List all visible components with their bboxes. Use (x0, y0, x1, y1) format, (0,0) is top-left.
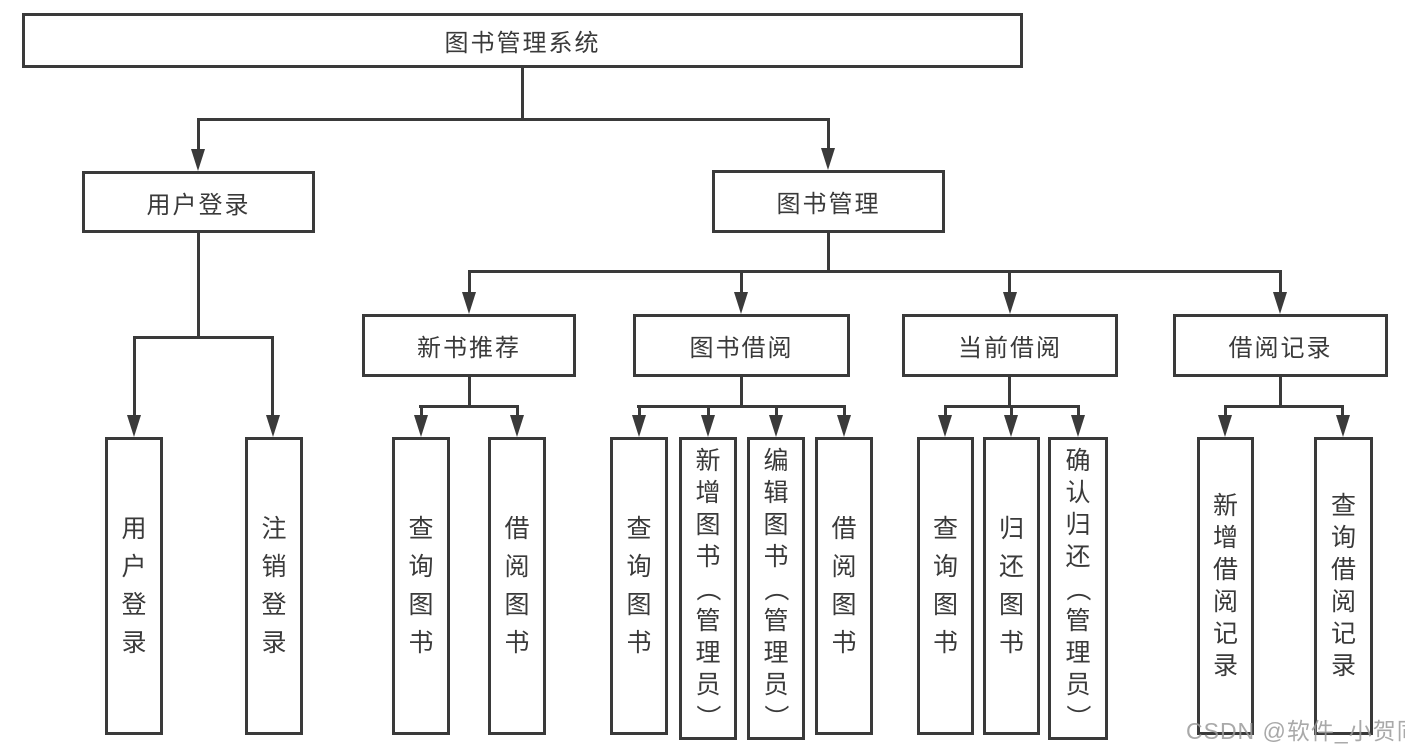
connector-line (133, 336, 274, 339)
leaf-current-confirm-return-admin: 确认归还（管理员） (1048, 437, 1108, 740)
leaf-logout: 注销登录 (245, 437, 303, 735)
connector-line (197, 233, 200, 337)
arrow-down-icon (837, 415, 851, 437)
leaf-current-query-book: 查询图书 (917, 437, 974, 735)
leaf-current-query-book-label: 查询图书 (932, 515, 958, 657)
watermark: CSDN @软件_小贺同学 (1186, 718, 1405, 744)
leaf-recommend-query-book-label: 查询图书 (408, 515, 434, 657)
connector-line (468, 377, 471, 407)
node-user-login: 用户登录 (82, 171, 315, 233)
connector-line (1279, 270, 1282, 295)
arrow-down-icon (127, 415, 141, 437)
leaf-current-confirm-return-admin-label: 确认归还（管理员） (1063, 446, 1092, 730)
connector-line (1224, 405, 1344, 408)
node-book-management: 图书管理 (712, 170, 945, 233)
connector-line (521, 68, 524, 118)
connector-line (1008, 270, 1011, 295)
leaf-borrowing-add-book-admin: 新增图书（管理员） (679, 437, 737, 740)
node-current-borrowing: 当前借阅 (902, 314, 1118, 377)
arrow-down-icon (734, 292, 748, 314)
connector-line (1077, 405, 1080, 417)
connector-line (271, 336, 274, 416)
arrow-down-icon (1218, 415, 1232, 437)
connector-line (197, 118, 830, 121)
arrow-down-icon (1336, 415, 1350, 437)
connector-line (775, 405, 778, 417)
connector-line (420, 405, 423, 417)
leaf-borrowing-query-book-label: 查询图书 (626, 515, 652, 657)
arrow-down-icon (462, 292, 476, 314)
leaf-borrowing-query-book: 查询图书 (610, 437, 668, 735)
arrow-down-icon (510, 415, 524, 437)
leaf-logout-label: 注销登录 (261, 515, 287, 657)
connector-line (1279, 377, 1282, 407)
leaf-records-add-record: 新增借阅记录 (1197, 437, 1254, 735)
connector-line (740, 377, 743, 407)
connector-line (516, 405, 519, 417)
arrow-down-icon (414, 415, 428, 437)
connector-line (468, 270, 471, 295)
leaf-borrowing-edit-book-admin: 编辑图书（管理员） (747, 437, 805, 740)
leaf-user-login: 用户登录 (105, 437, 163, 735)
arrow-down-icon (1003, 292, 1017, 314)
arrow-down-icon (701, 415, 715, 437)
leaf-borrowing-borrow-book-label: 借阅图书 (831, 515, 857, 657)
connector-line (468, 270, 1281, 273)
node-book-borrowing: 图书借阅 (633, 314, 850, 377)
arrow-down-icon (769, 415, 783, 437)
arrow-down-icon (821, 148, 835, 170)
leaf-borrowing-borrow-book: 借阅图书 (815, 437, 873, 735)
connector-line (827, 233, 830, 272)
connector-line (1341, 405, 1344, 417)
leaf-records-add-record-label: 新增借阅记录 (1212, 492, 1238, 680)
node-borrowing-records: 借阅记录 (1173, 314, 1388, 377)
leaf-recommend-borrow-book-label: 借阅图书 (504, 515, 530, 657)
leaf-borrowing-edit-book-admin-label: 编辑图书（管理员） (761, 446, 790, 730)
leaf-recommend-borrow-book: 借阅图书 (488, 437, 546, 735)
leaf-records-query-record: 查询借阅记录 (1314, 437, 1373, 735)
arrow-down-icon (632, 415, 646, 437)
connector-line (843, 405, 846, 417)
arrow-down-icon (1004, 415, 1018, 437)
leaf-recommend-query-book: 查询图书 (392, 437, 450, 735)
arrow-down-icon (191, 149, 205, 171)
connector-line (197, 118, 200, 151)
arrow-down-icon (938, 415, 952, 437)
connector-line (1224, 405, 1227, 417)
arrow-down-icon (1273, 292, 1287, 314)
connector-line (740, 270, 743, 295)
leaf-current-return-book: 归还图书 (983, 437, 1040, 735)
leaf-user-login-label: 用户登录 (121, 515, 147, 657)
connector-line (419, 405, 519, 408)
arrow-down-icon (266, 415, 280, 437)
arrow-down-icon (1071, 415, 1085, 437)
node-system-root: 图书管理系统 (22, 13, 1023, 68)
node-new-book-recommendation: 新书推荐 (362, 314, 576, 377)
connector-line (637, 405, 846, 408)
connector-line (638, 405, 641, 417)
connector-line (1008, 377, 1011, 407)
connector-line (1010, 405, 1013, 417)
leaf-records-query-record-label: 查询借阅记录 (1330, 492, 1356, 680)
connector-line (707, 405, 710, 417)
connector-line (944, 405, 947, 417)
connector-line (827, 118, 830, 151)
leaf-current-return-book-label: 归还图书 (998, 515, 1024, 657)
connector-line (133, 336, 136, 416)
leaf-borrowing-add-book-admin-label: 新增图书（管理员） (693, 446, 722, 730)
